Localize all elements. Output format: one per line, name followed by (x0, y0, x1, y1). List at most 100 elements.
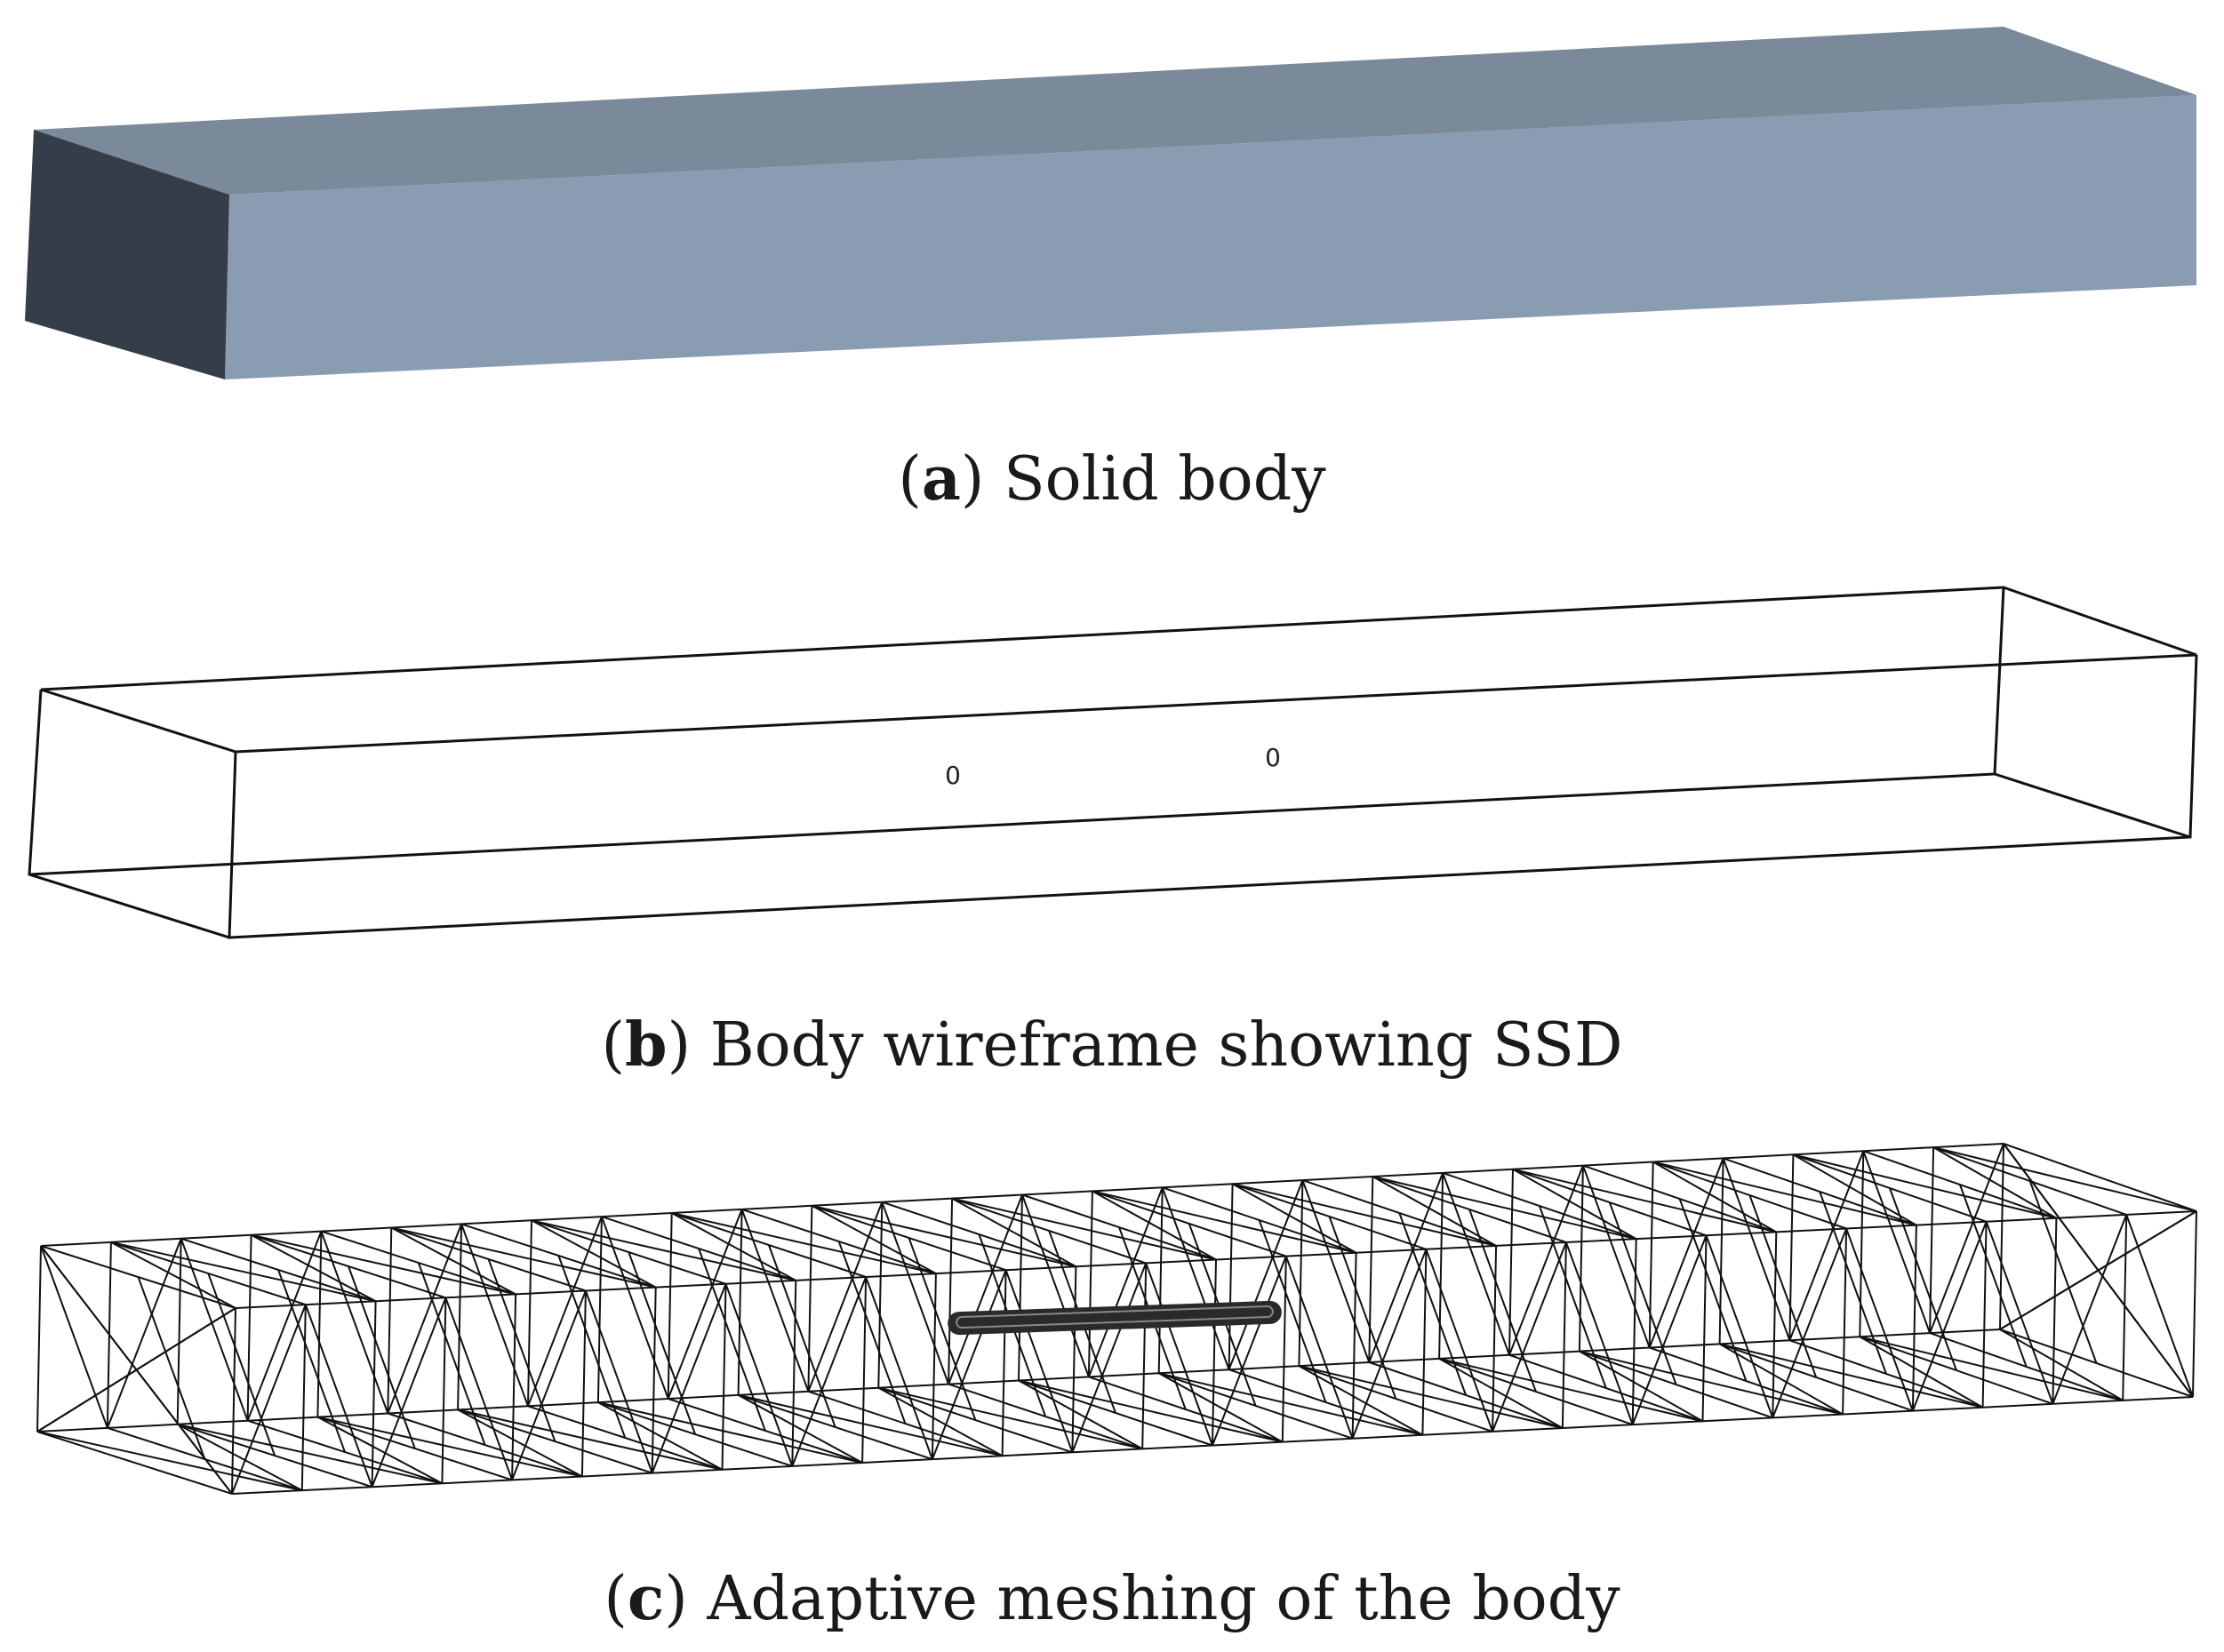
mesh-edge (301, 1486, 372, 1492)
mesh-edge (951, 1197, 1147, 1265)
caption-a-text: Solid body (984, 444, 1326, 515)
mesh-edge (444, 1297, 514, 1480)
mesh-edge (597, 1398, 668, 1404)
mesh-edge (651, 1287, 657, 1473)
mesh-edge (1772, 1232, 1778, 1418)
mesh-edge (372, 1482, 443, 1488)
mesh-edge (391, 1223, 462, 1229)
mesh-edge (1212, 1441, 1283, 1447)
mesh-edge (1579, 1346, 1650, 1353)
mesh-edge (1285, 1251, 1356, 1257)
mesh-edge (1508, 1353, 1703, 1423)
mesh-edge (877, 1201, 884, 1388)
mesh-edge (881, 1201, 950, 1385)
mesh-edge (1776, 1227, 1847, 1233)
mesh-edge (1579, 1350, 1773, 1419)
mesh-edge (1228, 1184, 1234, 1370)
mesh-edge (1004, 1269, 1074, 1453)
mesh-edge (457, 1409, 583, 1478)
mesh-edge (1508, 1165, 1584, 1356)
mesh-edge (791, 1280, 797, 1466)
mesh-edge (1351, 1249, 1428, 1440)
mesh-edge (724, 1283, 794, 1467)
mesh-edge (1652, 1157, 1724, 1163)
mesh-edge (878, 1386, 1143, 1450)
mesh-edge (1859, 1336, 1984, 1409)
mesh-edge (177, 1419, 248, 1425)
mesh-edge (246, 1231, 323, 1422)
mesh-edge (1636, 1234, 1707, 1241)
mesh-edge (316, 1231, 323, 1417)
mesh-edge (1158, 1372, 1423, 1436)
mesh-edge (36, 1431, 303, 1492)
mesh-edge (1232, 1183, 1497, 1247)
mesh-edge (1372, 1176, 1636, 1241)
mesh-edge (391, 1226, 656, 1289)
mesh-edge (1398, 1212, 1468, 1396)
mesh-edge (671, 1208, 742, 1214)
mesh-edge (1608, 1201, 1677, 1385)
mesh-edge (1819, 1191, 1887, 1375)
mesh-edge (1631, 1239, 1637, 1425)
mesh-edge (1088, 1376, 1284, 1443)
mesh-edge (36, 1431, 233, 1495)
mesh-edge (948, 1198, 954, 1385)
mesh-edge (460, 1224, 529, 1407)
ssd-marker-left: 0 (945, 761, 961, 790)
mesh-edge (135, 1369, 233, 1495)
mesh-edge (1578, 1165, 1584, 1352)
mesh-edge (1772, 1413, 1844, 1419)
mesh-edge (1512, 1168, 1777, 1233)
mesh-edge (1356, 1248, 1427, 1254)
mesh-edge (110, 1241, 236, 1309)
mesh-edge (527, 1220, 532, 1407)
mesh-edge (877, 1386, 1004, 1457)
mesh-edge (527, 1401, 598, 1408)
mesh-edge (1842, 1228, 1848, 1415)
mesh-edge (1930, 1329, 2001, 1335)
mesh-edge (390, 1226, 516, 1296)
mesh-edge (738, 1393, 1003, 1457)
mesh-edge (387, 1224, 463, 1414)
mesh-edge (2052, 1399, 2124, 1405)
mesh-edge (207, 1273, 276, 1456)
mesh-edge (1705, 1234, 1774, 1418)
mesh-edge (948, 1379, 1020, 1385)
mesh-edge (1719, 1343, 1844, 1416)
mesh-edge (796, 1276, 867, 1281)
mesh-edge (1538, 1205, 1607, 1389)
mesh-edge (110, 1237, 181, 1243)
mesh-edge (1157, 1187, 1164, 1374)
mesh-edge (1298, 1365, 1423, 1436)
mesh-edge (2192, 1210, 2197, 1398)
mesh-edge (304, 1304, 373, 1488)
mesh-edge (1071, 1266, 1077, 1453)
mesh-edge (1018, 1376, 1089, 1382)
mesh-edge (1722, 1158, 1791, 1341)
mesh-edge (722, 1464, 793, 1471)
mesh-edge (738, 1390, 809, 1396)
mesh-edge (348, 1265, 416, 1449)
body-wireframe (28, 586, 2198, 939)
mesh-edge (668, 1393, 739, 1400)
mesh-edge (388, 1409, 459, 1415)
mesh-edge (1142, 1444, 1213, 1450)
mesh-edge (1368, 1361, 1564, 1429)
mesh-edge (1981, 1221, 1988, 1408)
mesh-edge (671, 1212, 937, 1275)
mesh-edge (1860, 1332, 1931, 1338)
caption-c-letter: c (627, 1563, 665, 1634)
mesh-edge (1932, 1146, 2057, 1219)
mesh-edge (557, 1255, 627, 1439)
mesh-edge (671, 1212, 796, 1281)
caption-c: (c) Adaptive meshing of the body (604, 1563, 1620, 1634)
solid-body (25, 27, 2196, 379)
mesh-edge (580, 1290, 587, 1477)
mesh-edge (1719, 1339, 1790, 1345)
mesh-edge (1282, 1437, 1353, 1443)
mesh-edge (837, 1241, 907, 1425)
mesh-edge (738, 1394, 863, 1464)
mesh-edge (1421, 1249, 1428, 1435)
mesh-edge (1302, 1176, 1373, 1182)
mesh-edge (516, 1289, 586, 1296)
